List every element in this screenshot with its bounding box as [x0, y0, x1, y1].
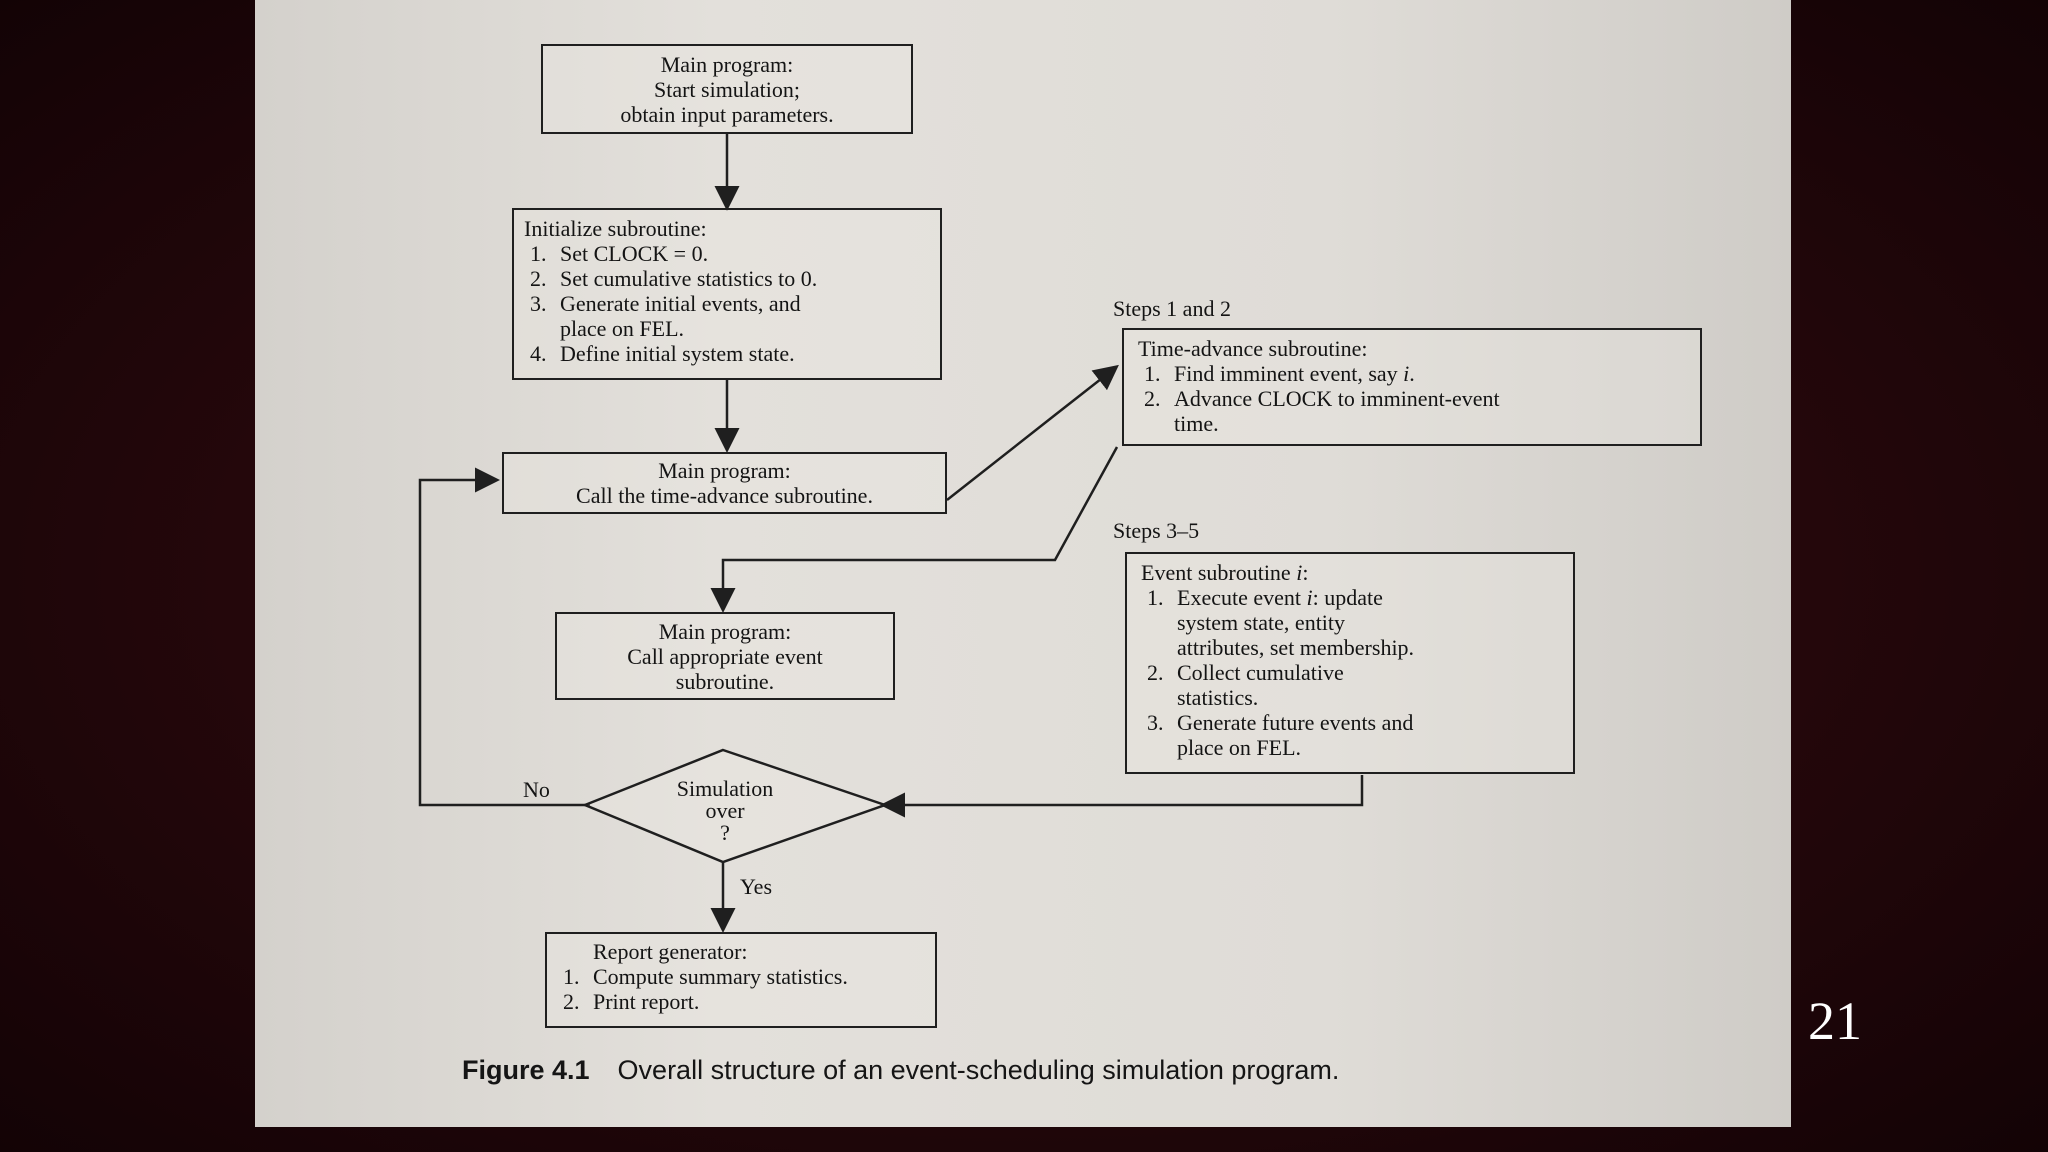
- list-item: 2.Collect cumulative: [1147, 660, 1344, 685]
- figure-caption: Figure 4.1 Overall structure of an event-…: [462, 1055, 1339, 1086]
- start-line-3: obtain input parameters.: [620, 102, 834, 127]
- figure-number: Figure 4.1: [462, 1055, 590, 1085]
- decision-diamond: [581, 748, 889, 864]
- time-call-line-1: Main program:: [658, 458, 791, 483]
- list-item: 1.Execute event i: update: [1147, 585, 1383, 610]
- event-call-line-1: Main program:: [658, 619, 792, 644]
- book-page-photo: Main program: Start simulation; obtain i…: [255, 0, 1791, 1127]
- list-item: system state, entity: [1177, 610, 1346, 635]
- event-call-line-3: subroutine.: [675, 669, 775, 694]
- initialize-subroutine-box: Initialize subroutine: 1.Set CLOCK = 0. …: [512, 208, 942, 380]
- list-item: time.: [1174, 411, 1219, 436]
- event-call-line-2: Call appropriate event: [627, 644, 823, 669]
- initialize-title: Initialize subroutine:: [524, 216, 707, 241]
- list-item: 1.Set CLOCK = 0.: [530, 241, 709, 266]
- decision-line-3: ?: [720, 820, 730, 845]
- list-item: 2.Set cumulative statistics to 0.: [530, 266, 818, 291]
- list-item: 2.Advance CLOCK to imminent-event: [1144, 386, 1500, 411]
- report-generator-box: Report generator: 1.Compute summary stat…: [545, 932, 937, 1028]
- list-item: 3.Generate future events and: [1147, 710, 1414, 735]
- arrow-time-advance-to-event-call: [710, 446, 1119, 613]
- list-item: 1.Find imminent event, say i.: [1144, 361, 1415, 386]
- report-title: Report generator:: [593, 939, 748, 964]
- list-item: 1.Compute summary statistics.: [563, 964, 848, 989]
- list-item: 2.Print report.: [563, 989, 700, 1014]
- main-program-event-call-box: Main program: Call appropriate event sub…: [555, 612, 895, 700]
- arrow-time-call-to-time-advance: [946, 364, 1119, 501]
- slide-number: 21: [1808, 991, 1862, 1051]
- list-item: 3.Generate initial events, and: [530, 291, 801, 316]
- yes-label: Yes: [740, 874, 773, 899]
- steps-1-2-label: Steps 1 and 2: [1113, 296, 1231, 321]
- event-subroutine-box: Event subroutine i: 1.Execute event i: u…: [1125, 552, 1575, 774]
- time-advance-steps: 1.Find imminent event, say i. 2.Advance …: [1138, 361, 1686, 436]
- event-sub-steps: 1.Execute event i: update system state, …: [1141, 585, 1559, 760]
- start-line-2: Start simulation;: [653, 77, 801, 102]
- list-item: place on FEL.: [1177, 735, 1302, 760]
- list-item: 4.Define initial system state.: [530, 341, 795, 366]
- decision-line-1: Simulation: [676, 776, 774, 801]
- decision-text: Simulation over ?: [645, 778, 805, 844]
- flowchart-connectors: [418, 134, 1364, 933]
- figure-caption-text: Overall structure of an event-scheduling…: [617, 1055, 1340, 1085]
- list-item: place on FEL.: [560, 316, 685, 341]
- time-advance-subroutine-box: Time-advance subroutine: 1.Find imminent…: [1122, 328, 1702, 446]
- arrow-event-sub-to-decision: [880, 775, 1364, 818]
- report-steps: 1.Compute summary statistics. 2.Print re…: [557, 964, 925, 1014]
- steps-3-5-label: Steps 3–5: [1113, 518, 1200, 543]
- arrow-decision-no-loop: [418, 467, 590, 807]
- decision-line-2: over: [705, 798, 745, 823]
- start-line-1: Main program:: [660, 52, 794, 77]
- event-sub-title: Event subroutine i:: [1141, 560, 1309, 585]
- time-advance-title: Time-advance subroutine:: [1138, 336, 1368, 361]
- main-program-start-box: Main program: Start simulation; obtain i…: [541, 44, 913, 134]
- no-label: No: [523, 777, 550, 802]
- list-item: attributes, set membership.: [1177, 635, 1415, 660]
- list-item: statistics.: [1177, 685, 1259, 710]
- main-program-time-call-box: Main program: Call the time-advance subr…: [502, 452, 947, 514]
- time-call-line-2: Call the time-advance subroutine.: [576, 483, 873, 508]
- initialize-steps: 1.Set CLOCK = 0. 2.Set cumulative statis…: [524, 241, 930, 366]
